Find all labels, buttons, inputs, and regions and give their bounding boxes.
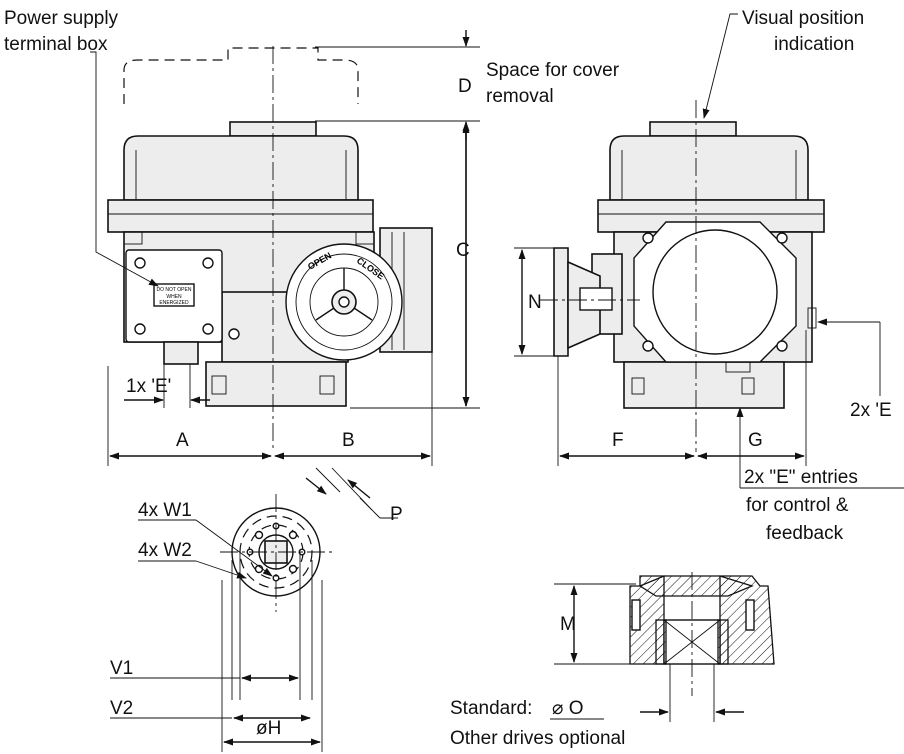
front-dimensions: D C Space for cover removal A B 1x 'E' P… [4, 8, 620, 466]
dim-d-label: D [458, 76, 472, 97]
power-supply-label-1: Power supply [4, 8, 119, 29]
dim-m-label: M [560, 614, 576, 635]
warning-plate [153, 283, 195, 307]
dim-f-label: F [612, 430, 624, 451]
section-dimensions: M Standard: ⌀ O Other drives optional [450, 583, 744, 749]
other-drives-label: Other drives optional [450, 728, 625, 749]
visual-label-2: indication [774, 34, 854, 55]
cover-flange [107, 199, 374, 233]
cover-removal-outline [123, 47, 359, 104]
dim-p-label: P [390, 504, 403, 525]
visual-label-1: Visual position [742, 8, 864, 29]
top-cover [123, 135, 359, 201]
space-label-1: Space for cover [486, 60, 620, 81]
w2-label: 4x W2 [138, 540, 192, 561]
space-label-2: removal [486, 86, 554, 107]
plate-text-3: ENERGIZED [159, 300, 189, 306]
motor-cover-circle [652, 229, 778, 355]
dim-b-label: B [342, 430, 355, 451]
v2-label: V2 [110, 698, 133, 719]
side-view [540, 100, 825, 452]
entries-label-3: feedback [766, 523, 844, 544]
flange-dimensions: P 4x W1 4x W2 V1 V2 øH [110, 467, 403, 752]
side-top-cover-cap [649, 121, 737, 137]
plate-text-1: DO NOT OPEN [157, 287, 192, 293]
dim-c-label: C [456, 240, 470, 261]
entries-label-1: 2x "E" entries [744, 467, 858, 488]
entries-label-2: for control & [746, 495, 849, 516]
side-dimensions: N F G Visual position indication 2x 'E 2… [514, 8, 904, 544]
dim-n-label: N [528, 292, 542, 313]
side-top-cover [609, 135, 809, 201]
dim-h-label: øH [256, 718, 281, 739]
front-view: DO NOT OPEN WHEN ENERGIZED OPEN CLOSE [107, 46, 433, 452]
power-supply-label-2: terminal box [4, 34, 108, 55]
side-handwheel [553, 247, 569, 357]
dim-g-label: G [748, 430, 763, 451]
section-top-hub [638, 575, 754, 597]
standard-symbol: ⌀ O [552, 698, 584, 719]
section-view [629, 572, 775, 696]
flange-view [220, 494, 332, 612]
dim-a-label: A [176, 430, 189, 451]
base-block [205, 361, 347, 407]
standard-label: Standard: [450, 698, 532, 719]
w1-label: 4x W1 [138, 500, 192, 521]
plate-text-2: WHEN [166, 294, 182, 300]
v1-label: V1 [110, 658, 133, 679]
side-gear-housing [623, 361, 785, 409]
entry-1x-label: 1x 'E' [126, 376, 171, 397]
entry-2x-side-label: 2x 'E [850, 400, 892, 421]
